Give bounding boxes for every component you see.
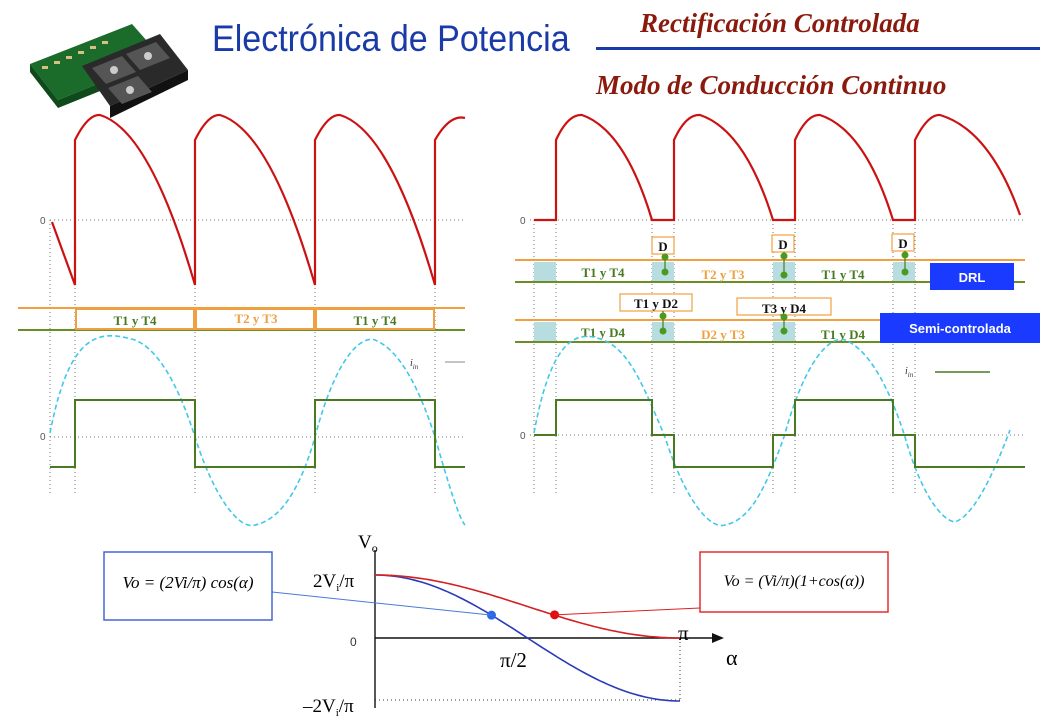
title-rule bbox=[596, 47, 1040, 50]
ytick-zero: 0 bbox=[350, 635, 357, 649]
drl-badge-label: DRL bbox=[959, 270, 986, 285]
formula-semi-controlled: Vo = (Vi/π)(1+cos(α)) bbox=[724, 573, 865, 590]
output-voltage-wave-right bbox=[534, 113, 1022, 222]
subtitle-conduction-mode: Modo de Conducción Continuo bbox=[596, 70, 947, 100]
semi-interval-2: D2 y T3 bbox=[701, 327, 745, 342]
interval-label-1: T1 y T4 bbox=[113, 313, 157, 328]
drl-badge bbox=[930, 263, 1014, 290]
source-current-sine-right bbox=[533, 335, 1011, 527]
source-current-square-right bbox=[534, 399, 1025, 468]
xtick-pi: π bbox=[678, 621, 689, 645]
ytick-bottom: –2Vi/π bbox=[302, 696, 354, 719]
zero-tick-bottom: 0 bbox=[40, 432, 46, 443]
source-current-square bbox=[50, 399, 465, 468]
ytick-top: 2Vi/π bbox=[313, 571, 355, 594]
source-current-sine bbox=[49, 335, 466, 527]
x-axis-label: α bbox=[726, 645, 738, 670]
diode-label-3: D bbox=[898, 236, 907, 251]
page-title: Electrónica de Potencia bbox=[212, 18, 570, 59]
marker-full-controlled bbox=[487, 610, 497, 620]
left-waveform-panel: 0 0 T1 y T4 T2 y T3 T1 y T4 iin bbox=[18, 113, 466, 527]
xtick-half-pi: π/2 bbox=[500, 648, 527, 672]
interval-label-3: T1 y T4 bbox=[353, 313, 397, 328]
y-axis-label: Vo bbox=[358, 532, 378, 555]
output-voltage-wave bbox=[50, 113, 466, 286]
diode-label-1: D bbox=[658, 239, 667, 254]
mid-label-2: T3 y D4 bbox=[762, 301, 807, 316]
formula-box-full: Vo = (2Vi/π) cos(α) bbox=[103, 551, 273, 621]
drl-interval-3: T1 y T4 bbox=[821, 267, 865, 282]
current-label-right: iin bbox=[905, 366, 914, 379]
curve-semi-controlled bbox=[375, 574, 680, 639]
right-waveform-panel: 0 0 T1 y T4 T2 y T3 T1 y T4 T1 y D4 D2 y… bbox=[515, 113, 1040, 527]
curve-full-controlled bbox=[375, 574, 680, 702]
zero-tick-bottom-right: 0 bbox=[520, 431, 526, 442]
mid-label-1: T1 y D2 bbox=[634, 296, 678, 311]
formula-box-semi: Vo = (Vi/π)(1+cos(α)) bbox=[699, 551, 889, 613]
diode-label-2: D bbox=[778, 237, 787, 252]
zero-tick-top-right: 0 bbox=[520, 216, 526, 227]
semi-badge bbox=[880, 313, 1040, 343]
zero-tick-top: 0 bbox=[40, 216, 46, 227]
subtitle-rectification: Rectificación Controlada bbox=[640, 8, 920, 38]
output-voltage-vs-alpha-chart: Vo 2Vi/π 0 –2Vi/π π/2 π α Vo = (2Vi/π) c… bbox=[103, 532, 889, 719]
drl-interval-1: T1 y T4 bbox=[581, 265, 625, 280]
formula-full-controlled: Vo = (2Vi/π) cos(α) bbox=[122, 573, 253, 592]
semi-interval-3: T1 y D4 bbox=[821, 327, 866, 342]
drl-interval-2: T2 y T3 bbox=[701, 267, 745, 282]
semi-interval-1: T1 y D4 bbox=[581, 325, 626, 340]
power-module-pcb-icon bbox=[30, 24, 188, 118]
interval-label-2: T2 y T3 bbox=[234, 311, 278, 326]
current-label: iin bbox=[410, 358, 419, 371]
semi-badge-label: Semi-controlada bbox=[909, 321, 1012, 336]
